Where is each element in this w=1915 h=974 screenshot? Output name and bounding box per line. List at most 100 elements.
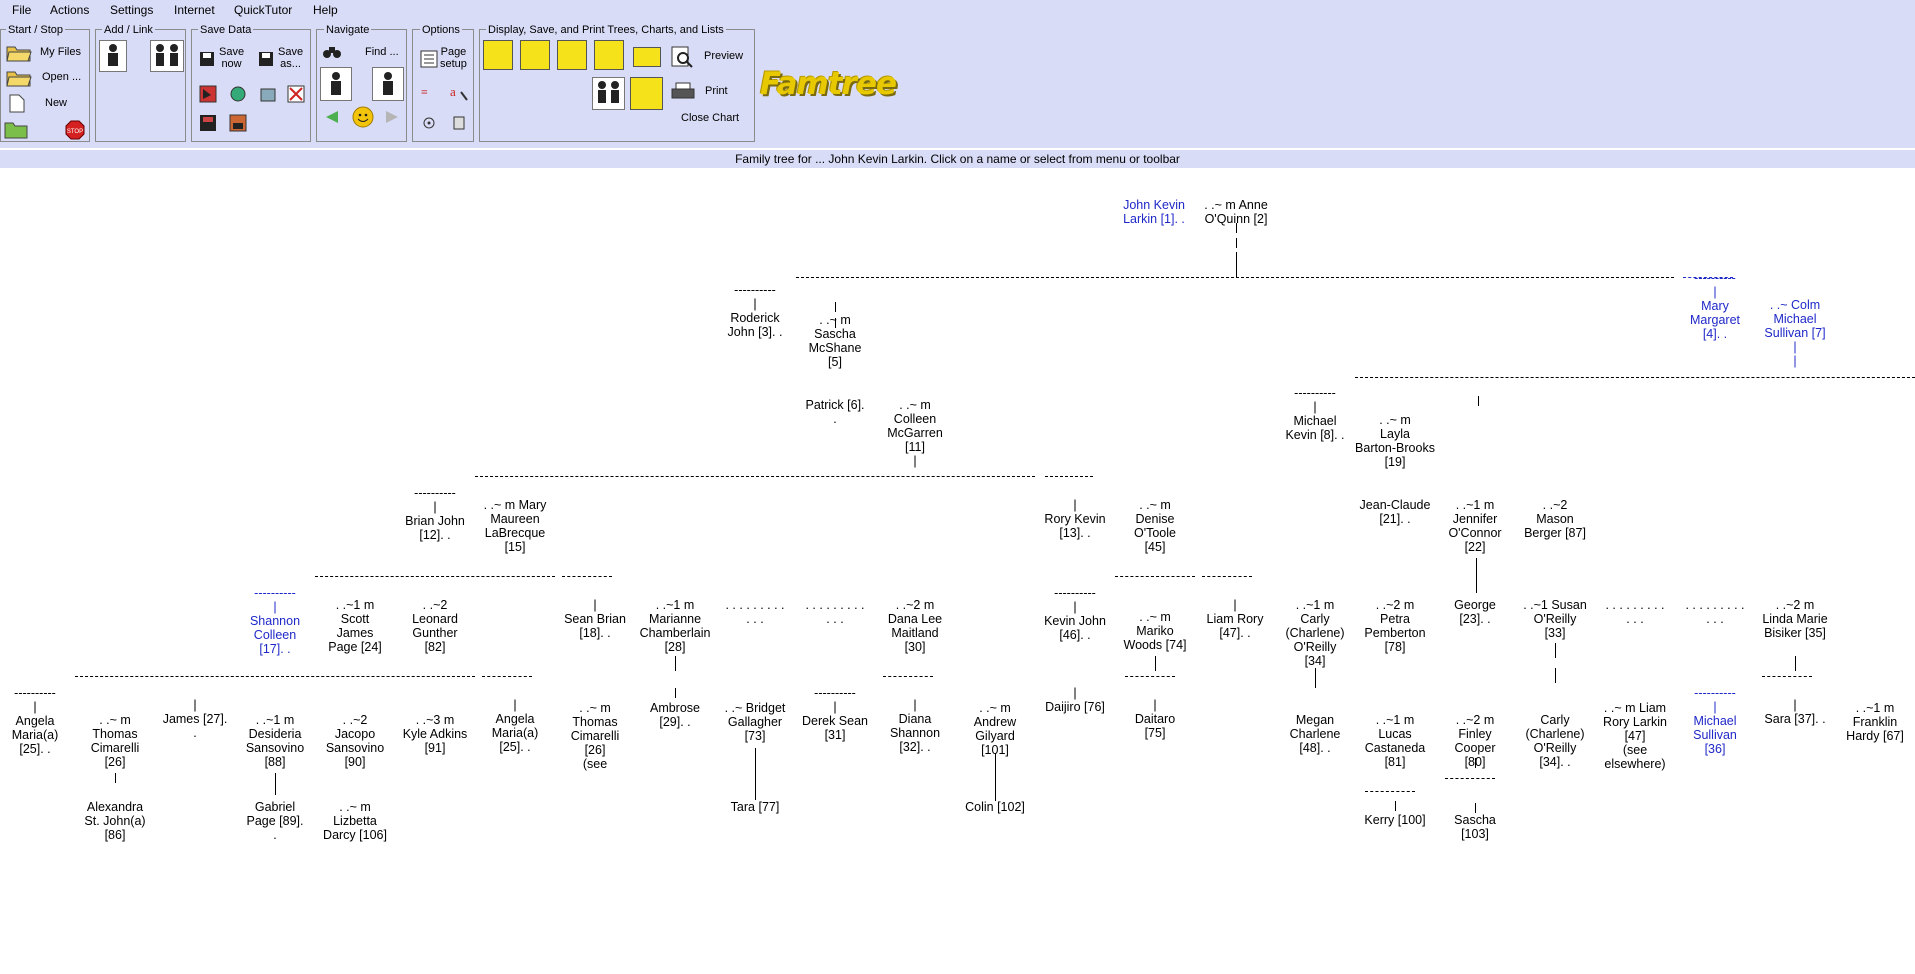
add-couple-icon[interactable]: [150, 40, 184, 72]
spouse-node[interactable]: . .~2 m Finley Cooper [80]: [1454, 713, 1496, 769]
person-node[interactable]: | Liam Rory [47]. .: [1206, 598, 1264, 640]
person-node[interactable]: Tara [77]: [730, 800, 780, 814]
spouse-node[interactable]: . .~2 m Dana Lee Maitland [30]: [887, 598, 943, 654]
spouse-node[interactable]: . .~ m Colleen McGarren [11] |: [887, 398, 943, 468]
spouse-node[interactable]: . .~ m Thomas Cimarelli [26] (see: [570, 701, 620, 771]
open-file-icon[interactable]: [6, 67, 32, 87]
exit-folder-icon[interactable]: [4, 119, 28, 139]
menu-quicktutor[interactable]: QuickTutor: [234, 3, 293, 17]
menu-actions[interactable]: Actions: [50, 3, 90, 17]
tree-chart-icon[interactable]: [483, 40, 513, 70]
add-person-icon[interactable]: [99, 40, 127, 72]
target-icon[interactable]: [422, 116, 436, 130]
list-icon[interactable]: [633, 47, 661, 67]
close-chart-button[interactable]: Close Chart: [681, 112, 740, 124]
find-button[interactable]: Find ...: [365, 46, 399, 58]
person-node[interactable]: ---------- | Michael Kevin [8]. .: [1285, 386, 1345, 442]
spouse-node[interactable]: . .~ m Layla Barton-Brooks [19]: [1355, 413, 1435, 469]
ancestor-chart-icon[interactable]: [557, 40, 587, 70]
spouse-node[interactable]: . .~2 Leonard Gunther [82]: [412, 598, 458, 654]
person-node[interactable]: John Kevin Larkin [1]. .: [1123, 198, 1185, 226]
new-file-icon[interactable]: [9, 94, 25, 113]
web-export-icon[interactable]: [229, 85, 247, 103]
person-node[interactable]: ---------- | Michael Sullivan [36]: [1693, 686, 1737, 756]
person-node[interactable]: ---------- | Kevin John [46]. .: [1044, 586, 1106, 642]
person-node[interactable]: ---------- | Brian John [12]. .: [405, 486, 465, 542]
person-node[interactable]: Patrick [6]. .: [805, 398, 865, 426]
stop-icon[interactable]: STOP: [65, 120, 85, 140]
delete-data-icon[interactable]: [287, 85, 305, 103]
person-node[interactable]: George [23]. .: [1454, 598, 1496, 626]
open-folder-icon[interactable]: [6, 42, 32, 62]
person-node[interactable]: | Angela Maria(a) [25]. .: [491, 698, 539, 754]
spouse-node[interactable]: . .~ m Mary Maureen LaBrecque [15]: [483, 498, 547, 554]
spouse-node[interactable]: . .~ m Denise O'Toole [45]: [1134, 498, 1176, 554]
spouse-node[interactable]: . .~ m Lizbetta Darcy [106]: [323, 800, 387, 842]
family-chart-icon[interactable]: [594, 40, 624, 70]
person-node[interactable]: | Diana Shannon [32]. .: [889, 698, 941, 754]
text-options-icon[interactable]: ≡: [420, 84, 438, 100]
open-button[interactable]: Open ...: [42, 71, 82, 83]
calculator-icon[interactable]: [452, 116, 466, 130]
restore-icon[interactable]: [229, 114, 247, 132]
menu-settings[interactable]: Settings: [110, 3, 154, 17]
home-person-icon[interactable]: [320, 67, 352, 101]
person-node[interactable]: Carly (Charlene) O'Reilly [34]. .: [1525, 713, 1585, 769]
smiley-home-icon[interactable]: [352, 106, 374, 128]
person-node[interactable]: Alexandra St. John(a) [86]: [84, 800, 146, 842]
person-node[interactable]: | Daijiro [76]: [1045, 686, 1105, 714]
person-node[interactable]: | Daitaro [75]: [1134, 698, 1176, 740]
spouse-node[interactable]: . .~3 m Kyle Adkins [91]: [402, 713, 468, 755]
person-node[interactable]: ---------- | Mary Margaret [4]. .: [1689, 271, 1741, 341]
save-as-icon[interactable]: [258, 51, 274, 67]
backup-icon[interactable]: [199, 114, 217, 132]
person-node[interactable]: | Rory Kevin [13]. .: [1044, 498, 1106, 540]
spouse-node[interactable]: . .~2 Mason Berger [87]: [1524, 498, 1586, 540]
spouse-node[interactable]: . .~ m Anne O'Quinn [2]: [1204, 198, 1268, 226]
spouse-node[interactable]: . .~1 m Franklin Hardy [67]: [1846, 701, 1904, 743]
menu-internet[interactable]: Internet: [174, 3, 215, 17]
menu-file[interactable]: File: [12, 3, 32, 17]
forward-arrow-icon[interactable]: [384, 109, 400, 125]
preview-icon[interactable]: [671, 46, 693, 68]
person-node[interactable]: Colin [102]: [965, 800, 1025, 814]
spouse-node[interactable]: . .~2 Jacopo Sansovino [90]: [325, 713, 385, 769]
back-arrow-icon[interactable]: [324, 109, 340, 125]
descendant-chart-icon[interactable]: [520, 40, 550, 70]
spouse-node[interactable]: . .~2 m Linda Marie Bisiker [35]: [1762, 598, 1828, 640]
font-icon[interactable]: a: [449, 84, 469, 102]
spouse-node[interactable]: . .~1 m Jennifer O'Connor [22]: [1448, 498, 1502, 554]
person-node[interactable]: ---------- | Derek Sean [31]: [801, 686, 869, 742]
person-node[interactable]: Sascha [103]: [1454, 813, 1496, 841]
person-node[interactable]: | James [27]. .: [162, 698, 228, 740]
spouse-node[interactable]: . .~1 m Carly (Charlene) O'Reilly [34]: [1285, 598, 1345, 668]
person-node[interactable]: Gabriel Page [89]. .: [246, 800, 304, 842]
printer-icon[interactable]: [671, 82, 695, 100]
family-group-icon[interactable]: [592, 77, 625, 110]
spouse-node[interactable]: . .~ Colm Michael Sullivan [7] | |: [1764, 298, 1826, 368]
person-node[interactable]: Kerry [100]: [1364, 813, 1426, 827]
person-node[interactable]: | Sara [37]. .: [1764, 698, 1826, 726]
spouse-node[interactable]: . .~ m Mariko Woods [74]: [1123, 610, 1187, 652]
spouse-node[interactable]: . .~1 m Lucas Castaneda [81]: [1364, 713, 1426, 769]
print-button[interactable]: Print: [705, 85, 728, 97]
spouse-node[interactable]: . .~1 m Scott James Page [24]: [328, 598, 382, 654]
menu-help[interactable]: Help: [313, 3, 338, 17]
spouse-node[interactable]: . .~ m Thomas Cimarelli [26]: [90, 713, 140, 769]
export-icon[interactable]: [199, 85, 217, 103]
spouse-node[interactable]: . .~ m Andrew Gilyard [101]: [973, 701, 1017, 757]
fan-chart-icon[interactable]: [630, 77, 663, 110]
person-node[interactable]: Ambrose [29]. .: [649, 701, 701, 729]
person-node[interactable]: | Sean Brian [18]. .: [564, 598, 626, 640]
spouse-node[interactable]: . .~ Bridget Gallagher [73]: [724, 701, 786, 743]
select-person-icon[interactable]: [372, 67, 404, 101]
spouse-node[interactable]: . .~1 m Desideria Sansovino [88]: [245, 713, 305, 769]
save-now-icon[interactable]: [199, 51, 215, 67]
spouse-node[interactable]: . .~ m Liam Rory Larkin [47] (see elsewh…: [1603, 701, 1667, 771]
spouse-node[interactable]: . .~1 Susan O'Reilly [33]: [1523, 598, 1587, 640]
new-button[interactable]: New: [45, 97, 68, 109]
spouse-node[interactable]: . .~ m Sascha McShane [5]: [808, 313, 862, 369]
